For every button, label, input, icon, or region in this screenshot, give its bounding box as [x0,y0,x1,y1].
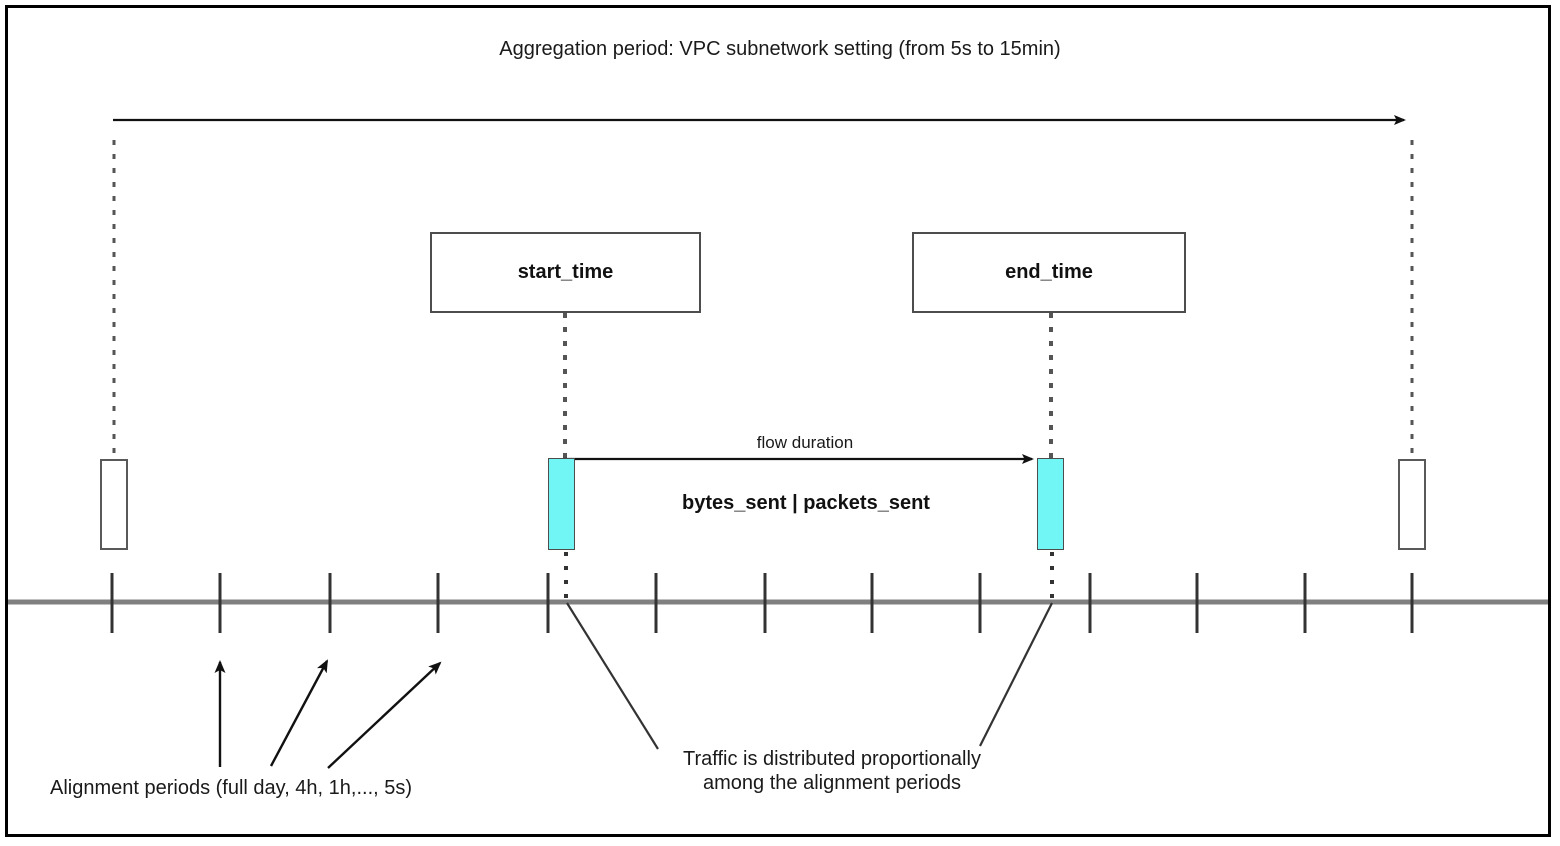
event-box-dotted-connectors [563,313,1053,458]
metrics-label: bytes_sent | packets_sent [682,492,930,514]
flow-start-bar [548,458,575,550]
aggregation-period-start-box [100,459,128,550]
flow-end-bar [1037,458,1064,550]
traffic-distribution-label: Traffic is distributed proportionally am… [683,748,981,794]
aggregation-bound-dotted-lines [112,140,1414,458]
alignment-period-pointer-arrows [214,659,442,769]
end-time-box: end_time [912,232,1186,313]
alignment-periods-label: Alignment periods (full day, 4h, 1h,...,… [50,777,413,799]
flow-duration-label: flow duration [756,433,854,452]
aggregation-period-end-box [1398,459,1426,550]
diagram-frame-border [5,5,1551,837]
distribution-leader-lines [566,602,1053,750]
start-time-box: start_time [430,232,701,313]
aggregation-period-title: Aggregation period: VPC subnetwork setti… [499,38,1061,60]
timeline-tick-marks [110,573,1414,633]
